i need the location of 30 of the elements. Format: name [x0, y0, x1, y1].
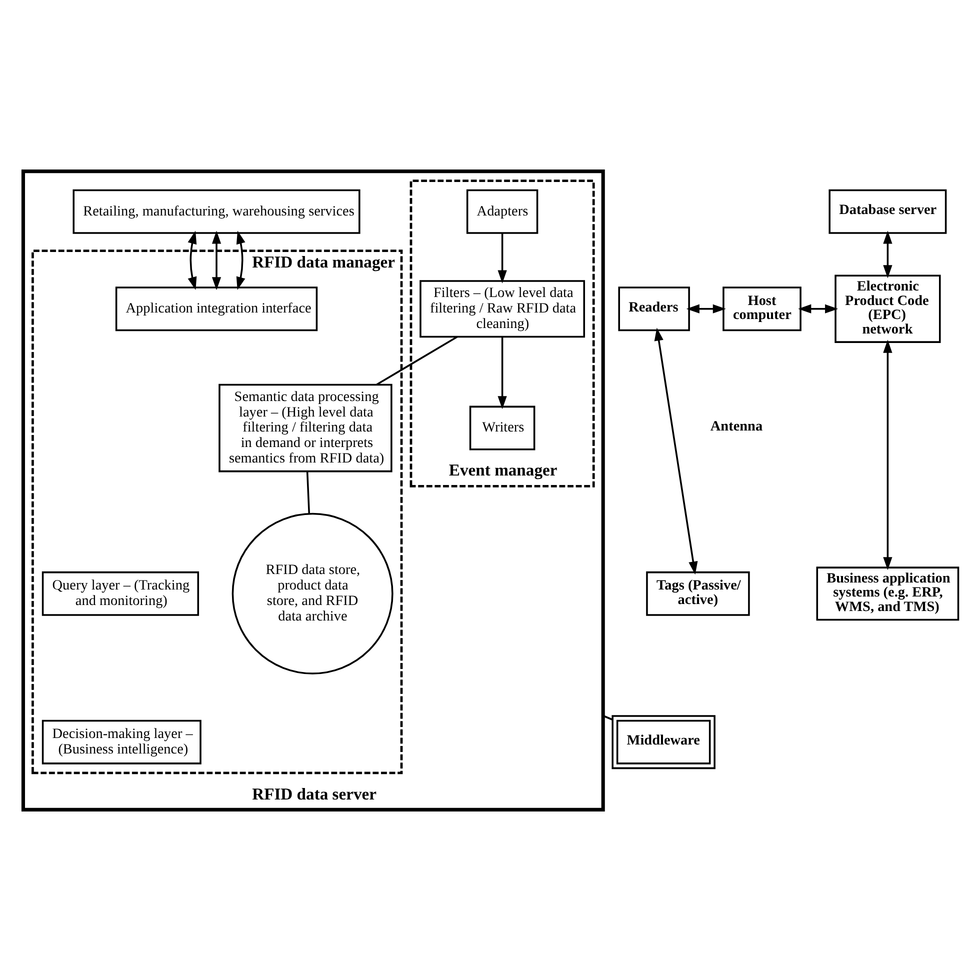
arrow [798, 304, 838, 313]
node-box: Retailing, manufacturing, warehousing services [72, 188, 360, 234]
arrow [882, 339, 892, 570]
node-box: Middleware [611, 714, 715, 769]
connector [376, 336, 458, 385]
node-box: Host computer [722, 286, 801, 331]
node-box: Readers [618, 286, 690, 331]
arrow [236, 230, 245, 290]
node-box: Query layer – (Tracking and monitoring) [41, 570, 199, 616]
arrow [497, 232, 506, 283]
arrow [211, 230, 221, 290]
arrow [497, 336, 506, 409]
arrow [882, 230, 892, 278]
node-box: Semantic data processing layer – (High level data filtering / filtering data in demand or interprets semantics from RFID data) [218, 383, 392, 472]
node-box: Decision-making layer – (Business intelligence) [41, 719, 201, 764]
arrow [654, 327, 698, 574]
node-box: Filters – (Low level data filtering / Raw RFID data cleaning) [419, 280, 585, 338]
node-circle: RFID data store, product data store, and RFID data archive [231, 512, 393, 674]
arrow [686, 304, 726, 313]
node-box: Application integration interface [114, 286, 318, 331]
node-box: Electronic Product Code (EPC) network [834, 274, 940, 342]
node-box: Adapters [466, 188, 538, 234]
node-box: Database server [828, 188, 946, 234]
label: Antenna [710, 418, 762, 434]
node-box: Tags (Passive/active) [646, 570, 750, 616]
arrow [187, 230, 196, 290]
connector [602, 714, 612, 720]
connector [306, 471, 310, 514]
node-box: Writers [468, 405, 535, 450]
node-box: Business application systems (e.g. ERP, WMS, and TMS) [816, 566, 959, 620]
